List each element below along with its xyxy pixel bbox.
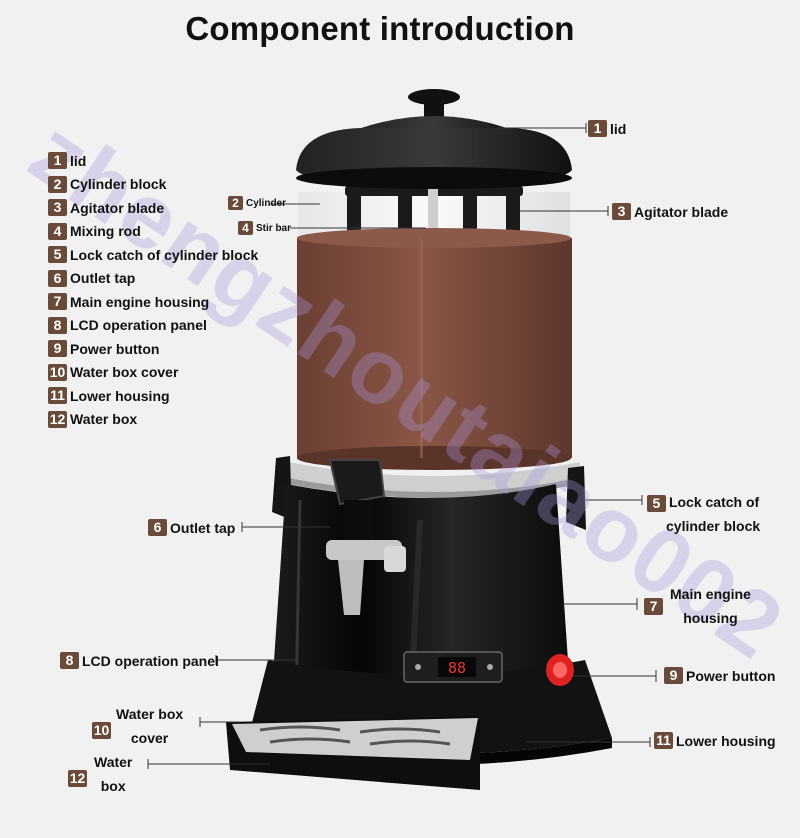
callout-number: 12 bbox=[68, 769, 87, 787]
callout-water-box-cover: 10 Water box cover bbox=[92, 702, 183, 750]
callout-label: Lower housing bbox=[676, 732, 776, 749]
outlet-tap-shape bbox=[326, 459, 406, 615]
legend-number: 8 bbox=[48, 316, 67, 334]
legend-number: 4 bbox=[48, 222, 67, 240]
callout-label-line1: Water box bbox=[116, 706, 184, 722]
legend-label: Water box cover bbox=[70, 364, 179, 381]
callout-label-line2: housing bbox=[683, 610, 738, 626]
lid-shape bbox=[296, 89, 572, 189]
legend-label: lid bbox=[70, 152, 87, 169]
mixing-rod bbox=[428, 185, 438, 245]
chocolate-cylinder bbox=[297, 228, 572, 470]
callout-label-line1: Water bbox=[94, 754, 133, 770]
legend-number: 12 bbox=[48, 410, 67, 428]
callout-label-line2: box bbox=[100, 778, 126, 794]
callout-number: 6 bbox=[148, 519, 167, 536]
legend-label: Lower housing bbox=[70, 387, 170, 404]
water-box-shape bbox=[226, 716, 480, 790]
callout-number: 11 bbox=[654, 732, 673, 749]
legend-label: Cylinder block bbox=[70, 176, 167, 193]
callout-label: Power button bbox=[686, 667, 776, 684]
callout-label: Agitator blade bbox=[634, 203, 729, 220]
callout-number: 4 bbox=[238, 221, 253, 235]
legend-number: 3 bbox=[48, 199, 67, 217]
legend-label: Lock catch of cylinder block bbox=[70, 246, 259, 263]
legend-label: Main engine housing bbox=[70, 293, 210, 310]
lock-catch-right bbox=[566, 466, 586, 530]
callout-label: Stir bar bbox=[256, 222, 292, 234]
page-title: Component introduction bbox=[185, 10, 575, 47]
legend-label: Water box bbox=[70, 411, 138, 428]
leader-lines bbox=[147, 123, 657, 769]
legend-number: 6 bbox=[48, 269, 67, 287]
legend-label: Agitator blade bbox=[70, 199, 165, 216]
callout-label: Outlet tap bbox=[170, 519, 236, 536]
callout-number: 7 bbox=[644, 597, 663, 615]
callout-label: LCD operation panel bbox=[82, 652, 219, 669]
legend-number: 1 bbox=[48, 152, 67, 170]
legend-number: 7 bbox=[48, 293, 67, 311]
legend-label: Mixing rod bbox=[70, 223, 141, 240]
callout-number: 2 bbox=[228, 196, 243, 210]
callout-label-line2: cover bbox=[130, 730, 169, 746]
callout-label-line1: Main engine bbox=[670, 586, 751, 602]
callout-number: 1 bbox=[588, 120, 607, 137]
callout-label: lid bbox=[610, 120, 627, 137]
callout-water-box: 12 Water box bbox=[68, 750, 132, 798]
callout-number: 3 bbox=[612, 203, 631, 220]
lcd-digits: 88 bbox=[448, 659, 466, 677]
legend-number: 9 bbox=[48, 340, 67, 358]
callout-label-line1: Lock catch of bbox=[668, 494, 760, 510]
callout-number: 10 bbox=[92, 721, 111, 739]
legend-label: Power button bbox=[70, 340, 160, 357]
callout-number: 8 bbox=[60, 652, 79, 669]
legend-label: LCD operation panel bbox=[70, 317, 207, 334]
callout-label-line2: cylinder block bbox=[666, 518, 761, 534]
legend-number: 10 bbox=[48, 363, 67, 381]
legend-number: 5 bbox=[48, 246, 67, 264]
callout-number: 5 bbox=[646, 494, 666, 512]
legend-label: Outlet tap bbox=[70, 270, 136, 287]
callout-main-engine-housing: 7 Main engine housing bbox=[644, 582, 751, 630]
callout-label: Cylinder bbox=[246, 197, 287, 209]
legend-number: 2 bbox=[48, 175, 67, 193]
callout-number: 9 bbox=[664, 667, 683, 684]
legend-number: 11 bbox=[48, 387, 67, 405]
